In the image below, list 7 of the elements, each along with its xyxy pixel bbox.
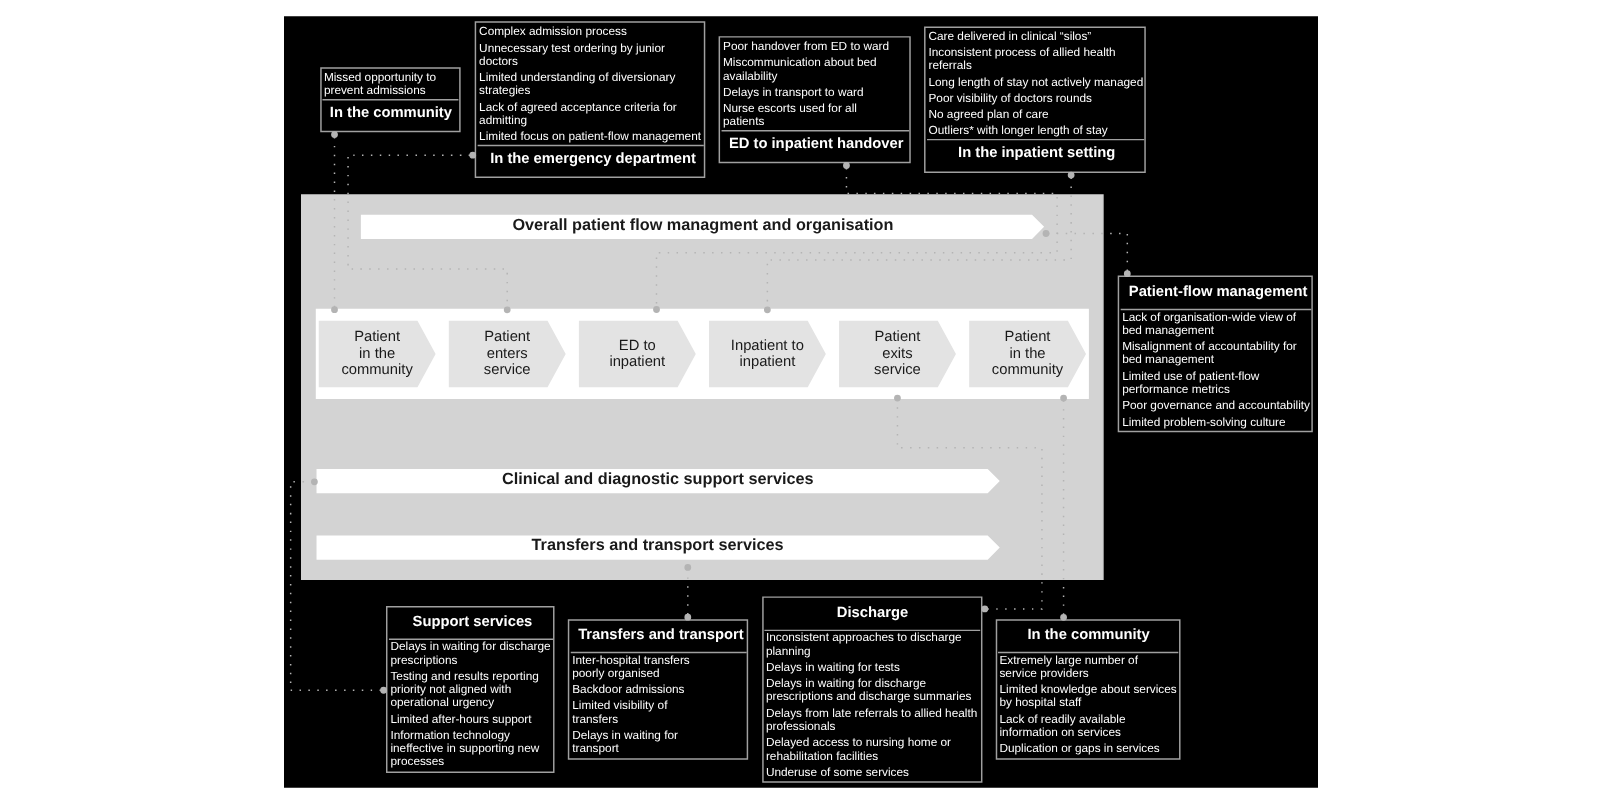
connector	[288, 478, 386, 694]
connector	[893, 394, 1042, 613]
connector	[762, 171, 1074, 314]
connector	[652, 162, 1057, 313]
cluster	[300, 194, 1103, 581]
connector	[346, 151, 510, 314]
connector	[1041, 230, 1130, 278]
